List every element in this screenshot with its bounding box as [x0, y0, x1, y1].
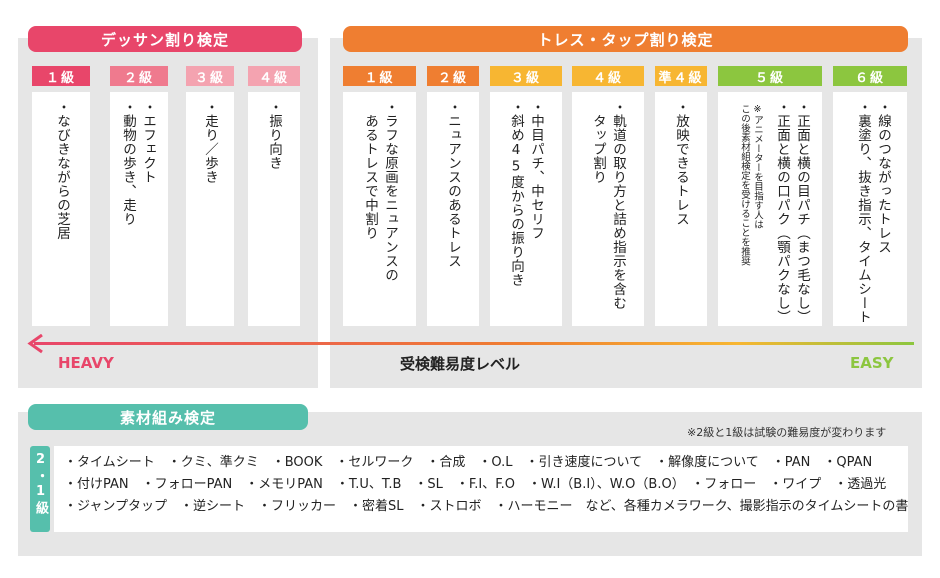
- dessin-card-3: ・走り／歩き: [186, 92, 234, 326]
- trace-grade-2: ２級: [427, 66, 479, 86]
- material-line-1: ・タイムシート ・クミ、準クミ ・BOOK ・セルワーク ・合成 ・O.L ・引…: [64, 455, 873, 470]
- trace-card-pre4: ・放映できるトレス: [655, 92, 707, 326]
- trace-card-2-text: ・ニュアンスのあるトレス: [445, 100, 461, 268]
- heavy-label: HEAVY: [58, 354, 114, 372]
- easy-label: EASY: [850, 354, 894, 372]
- trace-card-3: ・中目パチ、中セリフ ・斜め45度からの振り向き: [490, 92, 562, 326]
- trace-card-2: ・ニュアンスのあるトレス: [427, 92, 479, 326]
- trace-card-pre4-text: ・放映できるトレス: [673, 100, 689, 226]
- dessin-card-2-text: ・エフェクト ・動物の歩き、走り: [120, 100, 156, 226]
- trace-grade-4: ４級: [572, 66, 644, 86]
- material-line-3: ・ジャンプタップ ・逆シート ・フリッカー ・密着SL ・ストロボ ・ハーモニー…: [64, 499, 908, 514]
- trace-card-1-text: ・ラフな原画をニュアンスの あるトレスで中割り: [362, 100, 398, 282]
- trace-card-4-text: ・軌道の取り方と詰め指示を含む タップ割り: [590, 100, 626, 310]
- material-grade-label: 2・1級: [33, 452, 48, 516]
- material-list: ・タイムシート ・クミ、準クミ ・BOOK ・セルワーク ・合成 ・O.L ・引…: [54, 446, 908, 532]
- trace-card-4: ・軌道の取り方と詰め指示を含む タップ割り: [572, 92, 644, 326]
- dessin-card-1-text: ・なびきながらの芝居: [54, 100, 70, 240]
- material-line-2: ・付けPAN ・フォローPAN ・メモリPAN ・T.U、T.B ・SL ・F.…: [64, 477, 887, 492]
- dessin-card-2: ・エフェクト ・動物の歩き、走り: [110, 92, 168, 326]
- material-title: 素材組み検定: [28, 404, 308, 430]
- trace-grade-5: ５級: [718, 66, 822, 86]
- trace-grade-pre4: 準４級: [655, 66, 707, 86]
- trace-title: トレス・タップ割り検定: [343, 26, 908, 52]
- material-note: ※2級と1級は試験の難易度が変わります: [687, 426, 887, 439]
- dessin-card-4: ・振り向き: [248, 92, 300, 326]
- dessin-grade-1: １級: [32, 66, 90, 86]
- dessin-grade-4: ４級: [248, 66, 300, 86]
- dessin-card-3-text: ・走り／歩き: [202, 100, 218, 184]
- dessin-grade-3: ３級: [186, 66, 234, 86]
- trace-card-6: ・線のつながったトレス ・裏塗り、抜き指示、タイムシート: [833, 92, 907, 326]
- dessin-title: デッサン割り検定: [28, 26, 302, 52]
- trace-grade-6: ６級: [833, 66, 907, 86]
- trace-card-6-text: ・線のつながったトレス ・裏塗り、抜き指示、タイムシート: [855, 100, 891, 324]
- arrow-head-left: [27, 334, 43, 354]
- trace-card-1: ・ラフな原画をニュアンスの あるトレスで中割り: [343, 92, 416, 326]
- material-grade-badge: 2・1級: [30, 446, 50, 532]
- trace-card-3-text: ・中目パチ、中セリフ ・斜め45度からの振り向き: [508, 100, 544, 287]
- difficulty-scale-label: 受検難易度レベル: [400, 355, 521, 373]
- dessin-card-1: ・なびきながらの芝居: [32, 92, 90, 326]
- trace-card-5: ・正面と横の目パチ（まつ毛なし） ・正面と横の口パク（顎パクなし） ※アニメータ…: [718, 92, 822, 326]
- trace-card-5-note: ※アニメーターを目指す人は この後素材組検定を受けることを推奨: [739, 104, 763, 266]
- trace-card-5-text: ・正面と横の目パチ（まつ毛なし） ・正面と横の口パク（顎パクなし）: [774, 100, 810, 324]
- trace-grade-1: １級: [343, 66, 416, 86]
- difficulty-arrow: [27, 334, 914, 354]
- dessin-grade-2: ２級: [110, 66, 168, 86]
- trace-grade-3: ３級: [490, 66, 562, 86]
- dessin-card-4-text: ・振り向き: [266, 100, 282, 170]
